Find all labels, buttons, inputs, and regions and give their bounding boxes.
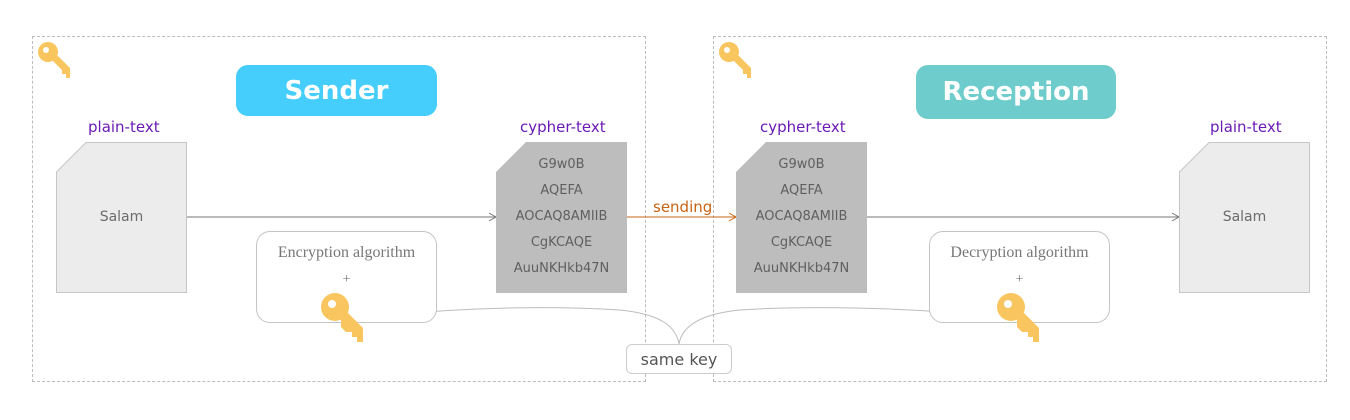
sender-cipher-document	[496, 142, 627, 293]
reception-cipher-lines: G9w0B AQEFA AOCAQ8AMIIB CgKCAQE AuuNKHkb…	[736, 152, 867, 282]
reception-plain-document	[1179, 142, 1310, 293]
sender-panel	[32, 36, 646, 382]
decryption-plus: +	[1015, 272, 1024, 287]
encryption-algorithm-title: Encryption algorithm	[277, 244, 416, 261]
key-icon	[38, 42, 70, 78]
decryption-algorithm-title: Decryption algorithm	[950, 244, 1089, 261]
cipher-line: G9w0B	[778, 157, 825, 172]
sending-label: sending	[653, 198, 713, 216]
reception-panel	[713, 36, 1327, 382]
sender-plain-document	[56, 142, 187, 293]
cipher-line: CgKCAQE	[530, 235, 593, 250]
reception-cipher-document	[736, 142, 867, 293]
cipher-line: G9w0B	[538, 157, 585, 172]
same-key-label: same key	[626, 344, 732, 374]
encryption-plus: +	[342, 272, 351, 287]
cipher-line: AOCAQ8AMIIB	[755, 209, 848, 224]
reception-cipher-label: cypher-text	[760, 118, 846, 136]
key-icon	[997, 293, 1039, 342]
cipher-line: CgKCAQE	[770, 235, 833, 250]
sender-plain-label: plain-text	[88, 118, 160, 136]
cipher-line: AuuNKHkb47N	[753, 261, 850, 276]
encryption-algorithm-box: Encryption algorithm +	[256, 231, 437, 323]
reception-plain-value: Salam	[1222, 209, 1267, 225]
sender-cipher-label: cypher-text	[520, 118, 606, 136]
key-icon	[719, 42, 751, 78]
reception-plain-label: plain-text	[1210, 118, 1282, 136]
cipher-line: AOCAQ8AMIIB	[515, 209, 608, 224]
cipher-line: AQEFA	[540, 183, 583, 198]
cipher-line: AQEFA	[780, 183, 823, 198]
key-icon	[321, 293, 363, 342]
reception-title: Reception	[916, 65, 1116, 119]
sender-cipher-lines: G9w0B AQEFA AOCAQ8AMIIB CgKCAQE AuuNKHkb…	[496, 152, 627, 282]
sender-title: Sender	[236, 65, 437, 116]
sender-plain-value: Salam	[99, 209, 144, 225]
cipher-line: AuuNKHkb47N	[513, 261, 610, 276]
